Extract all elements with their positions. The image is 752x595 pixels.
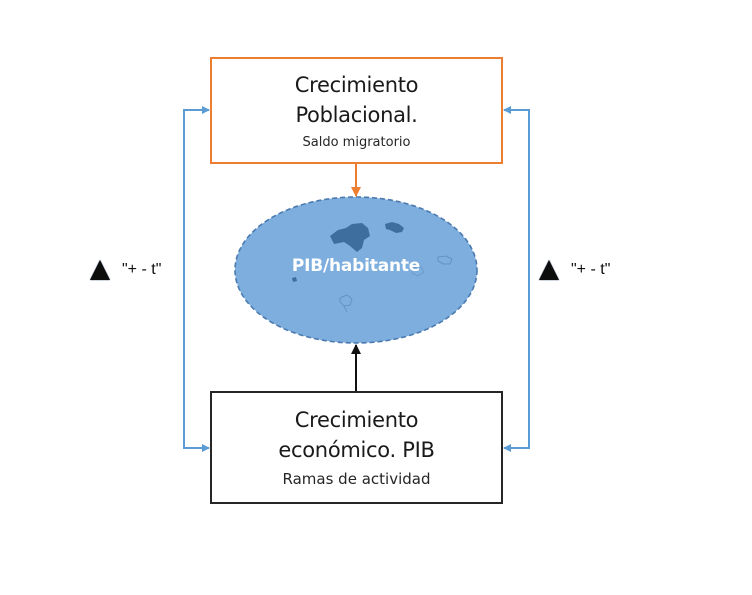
population-growth-box: Crecimiento Poblacional. Saldo migratori… xyxy=(210,57,503,164)
balearic-islands-map-icon xyxy=(292,222,453,313)
economic-growth-title-line1: Crecimiento xyxy=(294,407,419,432)
triangle-up-icon xyxy=(90,260,110,280)
gdp-per-capita-label: PIB/habitante xyxy=(291,256,421,276)
right-feedback-connector xyxy=(503,106,530,452)
left-feedback-connector xyxy=(183,106,210,452)
left-feedback-label: "+ - t" xyxy=(90,260,161,280)
population-growth-subtitle: Saldo migratorio xyxy=(302,134,411,150)
economic-growth-box: Crecimiento económico. PIB Ramas de acti… xyxy=(210,391,503,504)
population-growth-title-line2: Poblacional. xyxy=(295,102,418,127)
population-growth-title-line1: Crecimiento xyxy=(294,72,419,97)
right-feedback-label: "+ - t" xyxy=(539,260,610,280)
triangle-up-icon xyxy=(539,260,559,280)
gdp-per-capita-ellipse xyxy=(234,196,478,344)
right-feedback-text: "+ - t" xyxy=(571,261,611,278)
economic-growth-subtitle: Ramas de actividad xyxy=(282,469,431,488)
left-feedback-text: "+ - t" xyxy=(122,261,162,278)
economic-growth-title-line2: económico. PIB xyxy=(278,437,435,462)
